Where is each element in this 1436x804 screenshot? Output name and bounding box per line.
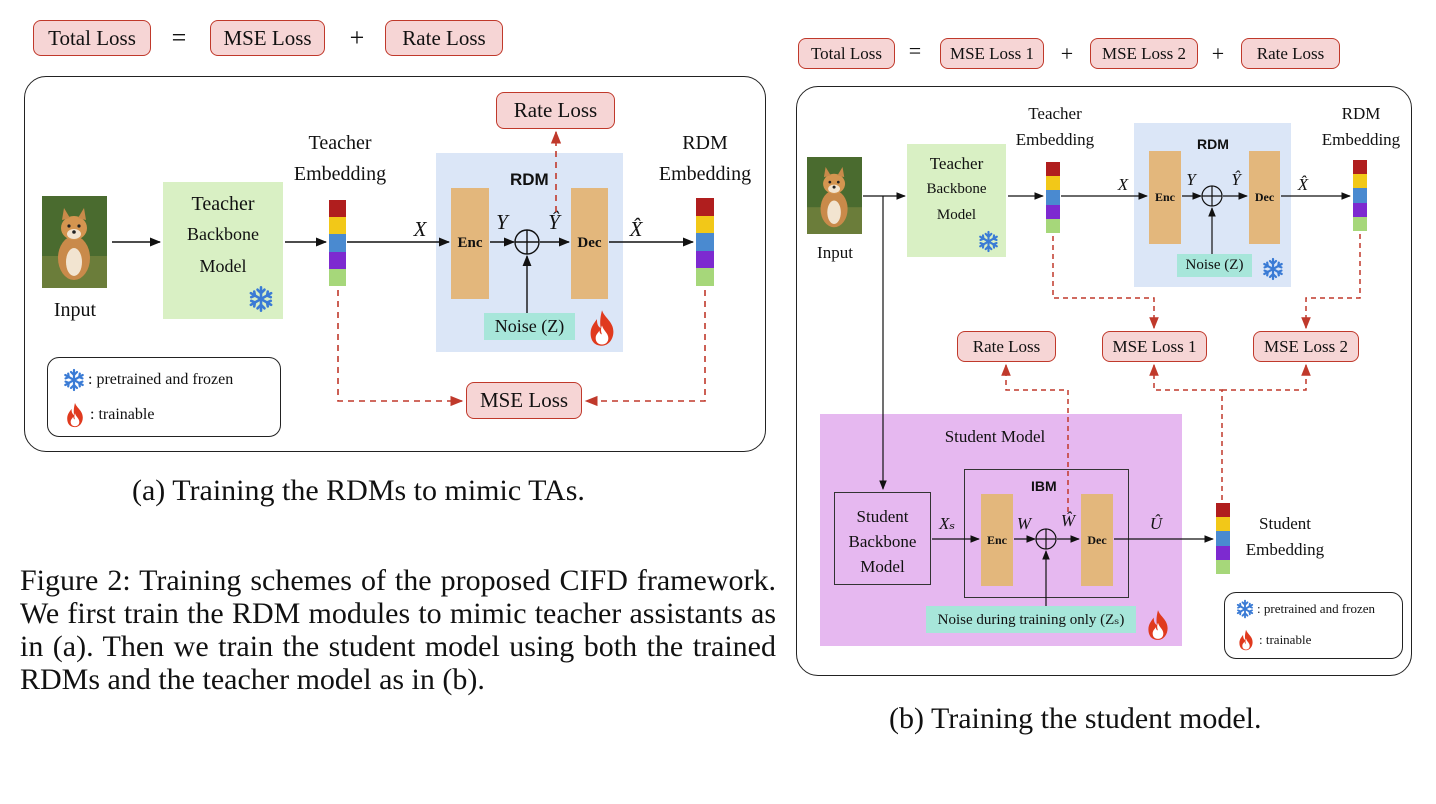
- ibm-encoder: Enc: [981, 494, 1013, 586]
- rdm-embedding-label-a-2: Embedding: [658, 163, 752, 185]
- teacher-embedding-bar-b: [1046, 162, 1060, 234]
- rdm-encoder-a: Enc: [451, 188, 489, 299]
- student-backbone-line3: Model: [860, 557, 905, 576]
- teacher-embedding-label-b-2: Embedding: [1015, 130, 1095, 149]
- dashed-student-to-mse1-b: [1149, 363, 1223, 500]
- teacher-backbone-line2-a: Backbone: [187, 224, 259, 244]
- rate-loss-node-b: Rate Loss: [957, 331, 1056, 362]
- caption-a: (a) Training the RDMs to mimic TAs.: [132, 474, 585, 507]
- dashed-ibm-to-rate-loss-b: [1001, 363, 1069, 512]
- plus-sign-b2: +: [1211, 41, 1225, 66]
- dashed-rdm-to-mse-a: [584, 290, 706, 407]
- var-uhat: Û: [1149, 514, 1163, 533]
- teacher-backbone-b: Teacher Backbone Model: [907, 144, 1006, 257]
- legend-a: : pretrained and frozen : trainable: [47, 357, 281, 437]
- plus-sign-a: +: [349, 23, 365, 52]
- dog-photo-icon: [807, 157, 862, 234]
- noise-box-a: Noise (Z): [484, 313, 575, 340]
- teacher-embedding-label-a-2: Embedding: [293, 163, 387, 185]
- rdm-decoder-b: Dec: [1249, 151, 1280, 244]
- legend-frozen-a: : pretrained and frozen: [88, 371, 234, 388]
- student-embedding-label-2: Embedding: [1245, 540, 1325, 559]
- equals-sign-a: =: [171, 23, 187, 52]
- student-embedding-label-1: Student: [1259, 514, 1311, 533]
- mse-loss-box-a: MSE Loss: [210, 20, 325, 56]
- dashed-rdm-to-mse2-b: [1301, 234, 1361, 330]
- teacher-backbone-line1-b: Teacher: [929, 154, 984, 173]
- legend-b: : pretrained and frozen : trainable: [1224, 592, 1403, 659]
- teacher-embedding-label-a-1: Teacher: [308, 132, 372, 154]
- var-yhat-a: Ŷ: [548, 210, 560, 234]
- teacher-backbone-line1-a: Teacher: [191, 193, 255, 215]
- student-backbone: Student Backbone Model: [834, 492, 931, 585]
- teacher-backbone-line3-b: Model: [936, 207, 977, 223]
- figure-caption: Figure 2: Training schemes of the propos…: [20, 564, 776, 696]
- var-w: W: [1016, 514, 1032, 533]
- plus-sign-b1: +: [1060, 41, 1074, 66]
- rdm-encoder-b: Enc: [1149, 151, 1181, 244]
- ibm-title: IBM: [1031, 478, 1057, 494]
- teacher-embedding-label-b-1: Teacher: [1028, 104, 1082, 123]
- total-loss-box-a: Total Loss: [33, 20, 151, 56]
- legend-trainable-a: : trainable: [90, 406, 155, 423]
- student-embedding-bar: [1216, 503, 1230, 575]
- input-label-b: Input: [817, 243, 853, 262]
- input-dog-image-a: [42, 196, 107, 288]
- student-model-title: Student Model: [944, 427, 1046, 446]
- noise-box-b: Noise (Z): [1177, 254, 1252, 277]
- legend-trainable-b: : trainable: [1259, 632, 1312, 647]
- equals-sign-b: =: [908, 38, 922, 63]
- rdm-decoder-a: Dec: [571, 188, 608, 299]
- legend-frozen-b: : pretrained and frozen: [1257, 601, 1376, 616]
- teacher-embedding-bar-a: [329, 200, 346, 287]
- mse-loss1-node-b: MSE Loss 1: [1102, 331, 1207, 362]
- teacher-backbone-a: Teacher Backbone Model: [163, 182, 283, 319]
- mse-loss2-box-b: MSE Loss 2: [1090, 38, 1198, 69]
- total-loss-box-b: Total Loss: [798, 38, 895, 69]
- dog-photo-icon: [42, 196, 107, 288]
- rdm-embedding-label-a-1: RDM: [682, 132, 728, 154]
- var-what: Ŵ: [1060, 511, 1076, 530]
- var-x-b: X: [1117, 175, 1129, 194]
- dashed-teacher-to-mse-a: [337, 290, 464, 407]
- mse-loss-node-a: MSE Loss: [466, 382, 582, 419]
- student-backbone-line1: Student: [856, 507, 909, 526]
- teacher-backbone-line3-a: Model: [199, 256, 247, 276]
- var-y-b: Y: [1186, 170, 1196, 189]
- caption-b: (b) Training the student model.: [889, 702, 1262, 735]
- mse-loss2-node-b: MSE Loss 2: [1253, 331, 1359, 362]
- var-y-a: Y: [496, 210, 508, 234]
- rate-loss-box-b: Rate Loss: [1241, 38, 1340, 69]
- var-xhat-b: X̂: [1297, 175, 1309, 194]
- teacher-backbone-line2-b: Backbone: [926, 181, 987, 197]
- ibm-decoder: Dec: [1081, 494, 1113, 586]
- rdm-embedding-bar-a: [696, 198, 714, 286]
- var-xhat-a: X̂: [629, 217, 643, 241]
- dashed-student-to-mse2-b: [1222, 363, 1311, 391]
- rate-loss-node-a: Rate Loss: [496, 92, 615, 129]
- rdm-embedding-bar-b: [1353, 160, 1367, 232]
- rdm-title-b: RDM: [1197, 136, 1229, 152]
- var-xs: Xₛ: [938, 514, 956, 533]
- noise-training-box: Noise during training only (Zₛ): [926, 606, 1136, 633]
- rdm-embedding-label-b-1: RDM: [1341, 104, 1381, 123]
- rdm-embedding-label-b-2: Embedding: [1321, 130, 1401, 149]
- input-label-a: Input: [53, 299, 97, 321]
- var-yhat-b: Ŷ: [1231, 170, 1241, 189]
- rdm-title-a: RDM: [510, 170, 549, 189]
- student-backbone-line2: Backbone: [848, 532, 917, 551]
- mse-loss1-box-b: MSE Loss 1: [940, 38, 1044, 69]
- rate-loss-box-a: Rate Loss: [385, 20, 503, 56]
- var-x-a: X: [413, 217, 427, 241]
- input-dog-image-b: [807, 157, 862, 234]
- dashed-teacher-to-mse1-b: [1052, 236, 1159, 330]
